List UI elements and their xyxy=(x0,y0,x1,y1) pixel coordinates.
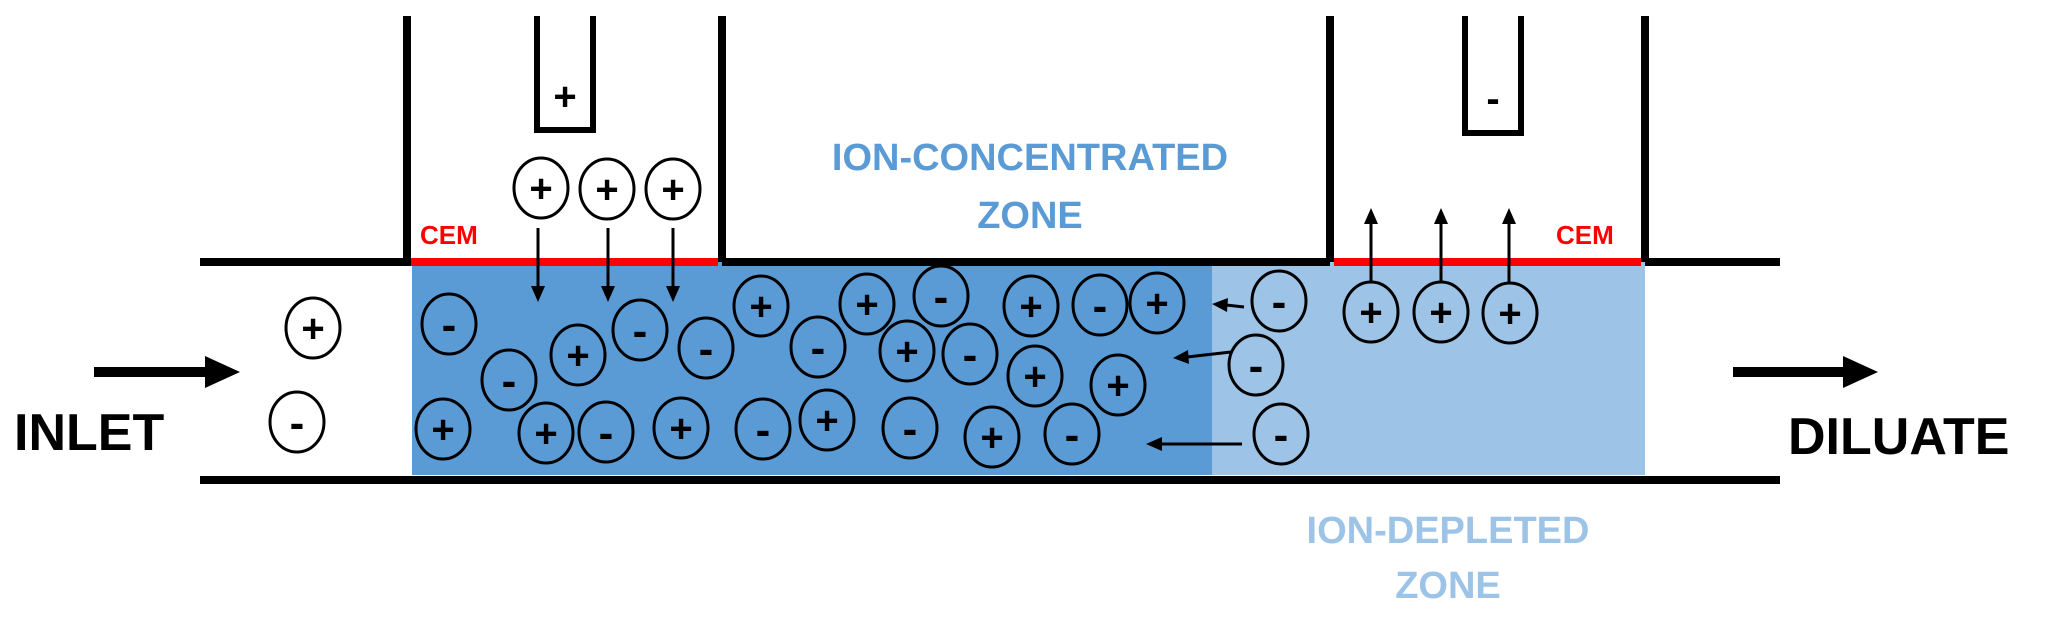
svg-text:+: + xyxy=(534,412,557,456)
svg-text:-: - xyxy=(599,409,614,458)
svg-text:+: + xyxy=(1106,364,1129,408)
svg-text:-: - xyxy=(756,406,771,455)
anion: - xyxy=(480,348,538,412)
svg-text:-: - xyxy=(502,357,517,406)
cation: + xyxy=(1342,280,1400,344)
svg-text:-: - xyxy=(1249,342,1264,391)
cathode-electrode xyxy=(1462,16,1524,136)
ion-depleted-zone-label-line2: ZONE xyxy=(1395,565,1501,607)
cation: + xyxy=(1002,274,1060,338)
anion: - xyxy=(611,298,669,362)
anion: - xyxy=(577,400,635,464)
anion-repulsion-arrows xyxy=(1146,298,1245,451)
svg-text:+: + xyxy=(855,283,878,327)
cem-label-right: CEM xyxy=(1556,220,1614,250)
svg-text:-: - xyxy=(633,307,648,356)
cation: + xyxy=(517,401,575,465)
cation: + xyxy=(838,272,896,336)
anion: - xyxy=(881,396,939,460)
anion: - xyxy=(1043,402,1101,466)
cation-transport-arrows-right xyxy=(1364,208,1516,282)
svg-text:-: - xyxy=(1272,278,1287,327)
cation-transport-arrows-left xyxy=(531,228,680,302)
svg-text:+: + xyxy=(661,168,684,212)
anion: - xyxy=(1227,333,1285,397)
cathode-sign: - xyxy=(1486,77,1499,121)
anion: - xyxy=(912,264,970,328)
svg-text:-: - xyxy=(442,301,457,350)
anion: - xyxy=(1252,402,1310,466)
svg-text:+: + xyxy=(1019,285,1042,329)
anion: - xyxy=(941,322,999,386)
svg-text:+: + xyxy=(566,334,589,378)
cation: + xyxy=(578,157,636,221)
ion-concentrated-zone-label-line2: ZONE xyxy=(977,195,1083,237)
outlet-flow-arrow-head xyxy=(1843,356,1878,388)
cation: + xyxy=(1089,353,1147,417)
cation: + xyxy=(1412,280,1470,344)
svg-text:+: + xyxy=(1498,292,1521,336)
cation: + xyxy=(1481,281,1539,345)
svg-text:+: + xyxy=(815,399,838,443)
svg-text:+: + xyxy=(980,416,1003,460)
svg-text:+: + xyxy=(301,307,324,351)
svg-text:-: - xyxy=(903,405,918,454)
svg-text:+: + xyxy=(1359,291,1382,335)
svg-text:+: + xyxy=(1023,355,1046,399)
anion: - xyxy=(734,397,792,461)
anode-electrode xyxy=(534,16,596,133)
svg-text:+: + xyxy=(595,168,618,212)
inlet-flow-arrow-head xyxy=(205,356,240,388)
svg-text:+: + xyxy=(749,285,772,329)
cation: + xyxy=(284,296,342,360)
cation: + xyxy=(414,397,472,461)
svg-text:-: - xyxy=(1093,282,1108,331)
cation: + xyxy=(1128,271,1186,335)
anion: - xyxy=(789,315,847,379)
cation: + xyxy=(798,388,856,452)
dilute-label: DILUATE xyxy=(1788,408,2009,466)
cation: + xyxy=(512,156,570,220)
cation: + xyxy=(1006,344,1064,408)
cation: + xyxy=(732,274,790,338)
svg-text:-: - xyxy=(1274,411,1289,460)
cation: + xyxy=(644,157,702,221)
cem-label-left: CEM xyxy=(420,220,478,250)
svg-text:+: + xyxy=(1145,282,1168,326)
ion-concentrated-zone-fill xyxy=(412,262,1212,475)
svg-text:+: + xyxy=(895,330,918,374)
anion: - xyxy=(677,316,735,380)
anion: - xyxy=(1071,273,1129,337)
ion-concentrated-zone-label-line1: ION-CONCENTRATED xyxy=(832,137,1228,179)
ion-depleted-zone-label-line1: ION-DEPLETED xyxy=(1307,510,1590,552)
anion: - xyxy=(1250,269,1308,333)
inlet-label: INLET xyxy=(14,404,164,462)
svg-text:+: + xyxy=(529,167,552,211)
svg-text:-: - xyxy=(811,324,826,373)
svg-text:+: + xyxy=(669,407,692,451)
cation: + xyxy=(652,396,710,460)
svg-text:-: - xyxy=(963,331,978,380)
anion: - xyxy=(420,292,478,356)
svg-text:-: - xyxy=(934,273,949,322)
cation: + xyxy=(549,323,607,387)
ion-particles: +-++++++-----+--++-++-+-+-+-+++-+-+- xyxy=(268,156,1539,469)
cation: + xyxy=(878,319,936,383)
anode-sign: + xyxy=(553,75,576,119)
svg-text:-: - xyxy=(699,325,714,374)
svg-text:-: - xyxy=(1065,411,1080,460)
anion: - xyxy=(268,390,326,454)
svg-text:-: - xyxy=(290,399,305,448)
cation: + xyxy=(963,405,1021,469)
svg-text:+: + xyxy=(1429,291,1452,335)
svg-text:+: + xyxy=(431,408,454,452)
